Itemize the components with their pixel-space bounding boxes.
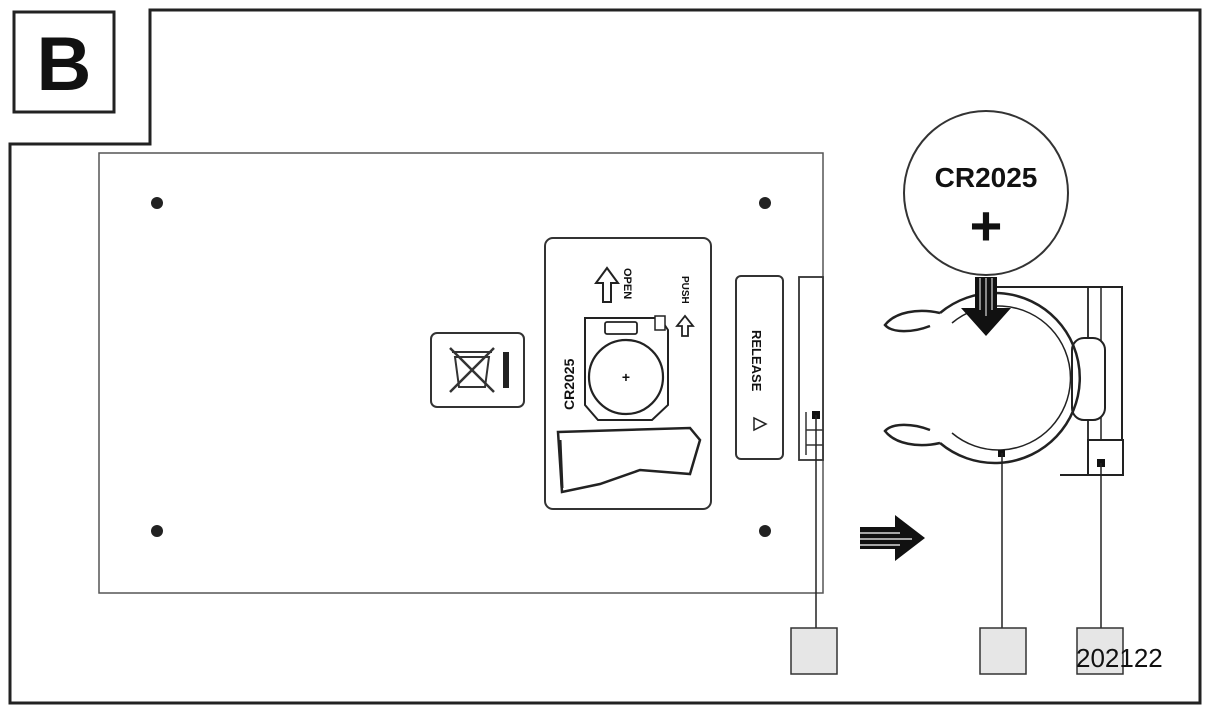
release-triangle-icon bbox=[753, 416, 768, 432]
coin-cell-model: CR2025 bbox=[935, 162, 1038, 193]
tray-pull-grip bbox=[556, 426, 702, 494]
screw-hole-top-right bbox=[759, 197, 771, 209]
panel-letter-box bbox=[12, 10, 116, 114]
battery-compartment-label: OPEN PUSH + CR2025 bbox=[544, 237, 712, 510]
screw-hole-bottom-right bbox=[759, 525, 771, 537]
tray-model-label: CR2025 bbox=[561, 358, 577, 410]
coin-cell-battery bbox=[903, 110, 1069, 276]
callout-box-2 bbox=[979, 627, 1027, 675]
coin-cell-plus: + bbox=[970, 194, 1003, 257]
screw-hole-top-left bbox=[151, 197, 163, 209]
open-label: OPEN bbox=[621, 268, 633, 299]
battery-holder-tray bbox=[883, 286, 1124, 476]
screw-hole-bottom-left bbox=[151, 525, 163, 537]
insert-direction-arrow-icon bbox=[860, 515, 925, 561]
release-label: RELEASE bbox=[749, 330, 764, 392]
callout-box-1 bbox=[790, 627, 838, 675]
push-arrow-icon bbox=[675, 314, 695, 337]
release-button: RELEASE bbox=[735, 275, 784, 460]
tray-plus-sign: + bbox=[622, 369, 630, 385]
open-arrow-icon bbox=[594, 266, 620, 303]
weee-disposal-icon bbox=[430, 332, 525, 408]
holder-ring bbox=[939, 291, 1081, 465]
holder-spring-contact bbox=[1071, 337, 1106, 421]
device-side-slot bbox=[798, 276, 824, 461]
panel-letter: B bbox=[37, 22, 92, 107]
tray-coin-slot bbox=[587, 338, 665, 416]
holder-lower-clip bbox=[883, 423, 941, 447]
figure-code: 202122 bbox=[1076, 643, 1163, 673]
push-label: PUSH bbox=[679, 276, 690, 304]
callout-box-3 bbox=[1076, 627, 1124, 675]
holder-upper-clip bbox=[883, 309, 941, 333]
insert-down-arrow-icon bbox=[961, 277, 1011, 336]
